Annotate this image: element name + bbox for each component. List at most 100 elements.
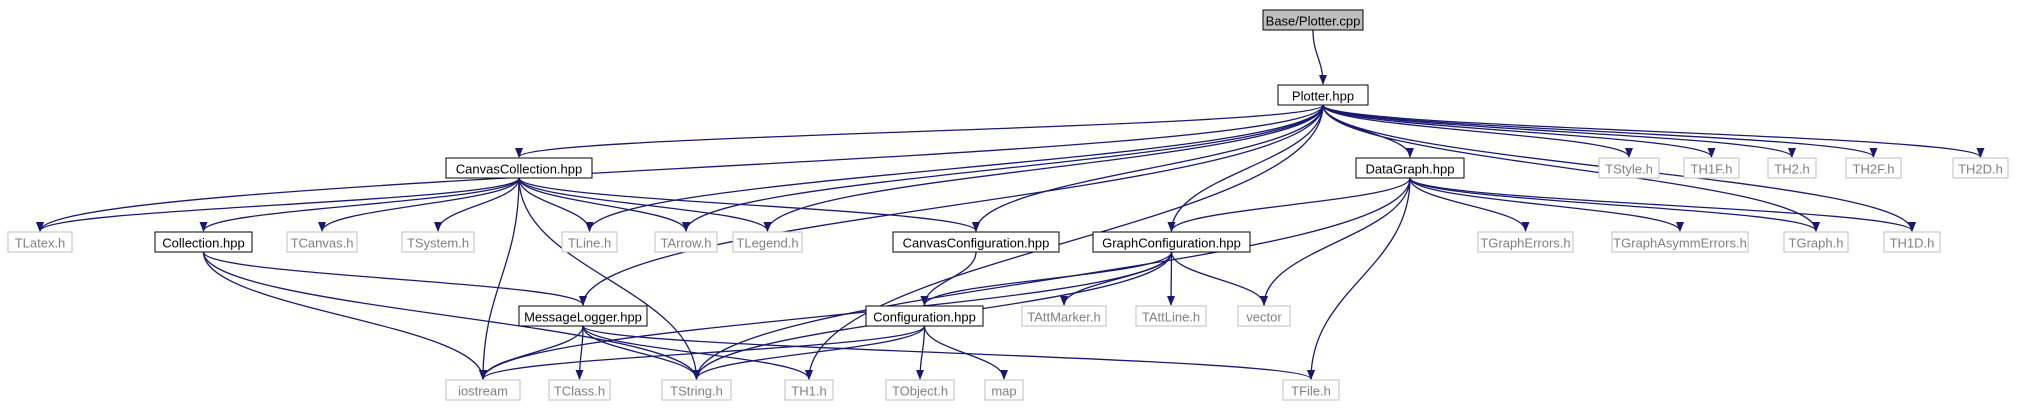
node-box-vector [1237, 305, 1291, 327]
node-label-tstring_h: TString.h [670, 384, 723, 399]
node-tlatex_h: TLatex.h [7, 231, 73, 253]
edge-datagraph_hpp-to-tfile_h [1307, 177, 1411, 380]
node-label-vector: vector [1246, 310, 1282, 325]
node-th2f_h: TH2F.h [1845, 157, 1902, 179]
node-label-tsystem_h: TSystem.h [407, 236, 469, 251]
edge-datagraph_hpp-to-tgraph_h [1409, 177, 1820, 232]
node-messagelogger_hpp[interactable]: MessageLogger.hpp [518, 305, 648, 327]
node-box-graphconfiguration_hpp [1092, 231, 1251, 253]
edge-canvascollection_hpp-to-iostream [479, 177, 520, 380]
node-box-map [984, 379, 1024, 401]
node-label-tgraphasymmerrors_h: TGraphAsymmErrors.h [1613, 236, 1747, 251]
node-label-tattline_h: TAttLine.h [1142, 310, 1200, 325]
edge-plotter_hpp-to-tlatex_h [36, 104, 1324, 232]
edge-canvasconfiguration_hpp-to-configuration_hpp [920, 251, 977, 306]
edge-plotter_cpp-to-plotter_hpp [1312, 29, 1327, 85]
edge-plotter_hpp-to-canvasconfiguration_hpp [972, 104, 1324, 232]
node-label-tfile_h: TFile.h [1291, 384, 1331, 399]
node-box-plotter_cpp [1262, 9, 1364, 31]
edge-canvascollection_hpp-to-tcanvas_h [318, 177, 520, 232]
node-label-tattmarker_h: TAttMarker.h [1027, 310, 1100, 325]
node-tclass_h: TClass.h [548, 379, 611, 401]
edge-configuration_hpp-to-iostream [479, 325, 926, 380]
edge-graphconfiguration_hpp-to-configuration_hpp [920, 251, 1173, 306]
node-box-messagelogger_hpp [518, 305, 648, 327]
node-box-tattline_h [1135, 305, 1207, 327]
node-tgrapherrors_h: TGraphErrors.h [1477, 231, 1574, 253]
node-label-th2f_h: TH2F.h [1853, 162, 1895, 177]
edge-canvascollection_hpp-to-tline_h [518, 177, 594, 232]
node-label-tgrapherrors_h: TGraphErrors.h [1480, 236, 1570, 251]
edge-canvascollection_hpp-to-canvasconfiguration_hpp [518, 177, 980, 232]
node-label-th2_h: TH2.h [1774, 162, 1809, 177]
node-box-tstring_h [661, 379, 732, 401]
node-label-iostream: iostream [458, 384, 508, 399]
edges-layer [36, 29, 1985, 380]
node-label-th1_h: TH1.h [791, 384, 826, 399]
node-box-tgrapherrors_h [1477, 231, 1574, 253]
edge-datagraph_hpp-to-vector [1260, 177, 1411, 306]
node-collection_hpp[interactable]: Collection.hpp [154, 231, 253, 253]
node-tattmarker_h: TAttMarker.h [1021, 305, 1107, 327]
node-box-th2d_h [1952, 157, 2009, 179]
edge-datagraph_hpp-to-tgrapherrors_h [1409, 177, 1530, 232]
node-box-iostream [445, 379, 521, 401]
edge-plotter_hpp-to-th2_h [1322, 104, 1796, 158]
edge-plotter_hpp-to-th1_h [805, 104, 1324, 380]
node-tline_h: TLine.h [561, 231, 618, 253]
node-canvascollection_hpp[interactable]: CanvasCollection.hpp [445, 157, 593, 179]
node-box-configuration_hpp [865, 305, 984, 327]
node-datagraph_hpp[interactable]: DataGraph.hpp [1355, 157, 1465, 179]
edge-canvascollection_hpp-to-tstring_h [518, 177, 701, 380]
node-iostream: iostream [445, 379, 521, 401]
edge-plotter_hpp-to-canvascollection_hpp [515, 104, 1324, 158]
node-th2d_h: TH2D.h [1952, 157, 2009, 179]
node-label-canvascollection_hpp: CanvasCollection.hpp [456, 162, 582, 177]
node-label-th1f_h: TH1F.h [1691, 162, 1733, 177]
node-tgraphasymmerrors_h: TGraphAsymmErrors.h [1611, 231, 1749, 253]
node-box-collection_hpp [154, 231, 253, 253]
node-th1_h: TH1.h [784, 379, 834, 401]
node-th1d_h: TH1D.h [1883, 231, 1941, 253]
node-label-tlatex_h: TLatex.h [15, 236, 66, 251]
node-tattline_h: TAttLine.h [1135, 305, 1207, 327]
node-box-tsystem_h [401, 231, 475, 253]
node-canvasconfiguration_hpp[interactable]: CanvasConfiguration.hpp [892, 231, 1060, 253]
node-label-map: map [991, 384, 1016, 399]
node-graphconfiguration_hpp[interactable]: GraphConfiguration.hpp [1092, 231, 1251, 253]
node-tfile_h: TFile.h [1282, 379, 1340, 401]
node-th1f_h: TH1F.h [1683, 157, 1740, 179]
node-tlegend_h: TLegend.h [732, 231, 803, 253]
edge-datagraph_hpp-to-th1d_h [1409, 177, 1916, 232]
node-label-collection_hpp: Collection.hpp [162, 236, 244, 251]
node-tcanvas_h: TCanvas.h [286, 231, 358, 253]
edge-plotter_hpp-to-tarrow_h [682, 104, 1324, 232]
node-box-tobject_h [885, 379, 955, 401]
node-configuration_hpp[interactable]: Configuration.hpp [865, 305, 984, 327]
node-tstyle_h: TStyle.h [1598, 157, 1660, 179]
node-label-tcanvas_h: TCanvas.h [291, 236, 354, 251]
node-label-tobject_h: TObject.h [892, 384, 948, 399]
edge-messagelogger_hpp-to-tclass_h [575, 325, 584, 380]
node-plotter_hpp[interactable]: Plotter.hpp [1277, 84, 1369, 106]
node-box-tattmarker_h [1021, 305, 1107, 327]
node-box-tline_h [561, 231, 618, 253]
edge-collection_hpp-to-tstring_h [202, 251, 701, 380]
node-box-th1f_h [1683, 157, 1740, 179]
node-box-canvascollection_hpp [445, 157, 593, 179]
node-box-tlegend_h [732, 231, 803, 253]
node-label-th1d_h: TH1D.h [1890, 236, 1935, 251]
node-box-canvasconfiguration_hpp [892, 231, 1060, 253]
node-label-tline_h: TLine.h [568, 236, 611, 251]
edge-plotter_hpp-to-th2d_h [1322, 104, 1985, 158]
node-label-tarrow_h: TArrow.h [660, 236, 711, 251]
node-box-tlatex_h [7, 231, 73, 253]
node-label-plotter_hpp: Plotter.hpp [1292, 89, 1354, 104]
node-label-graphconfiguration_hpp: GraphConfiguration.hpp [1102, 236, 1241, 251]
node-tarrow_h: TArrow.h [654, 231, 718, 253]
node-label-configuration_hpp: Configuration.hpp [873, 310, 976, 325]
edge-canvascollection_hpp-to-tlatex_h [36, 177, 520, 232]
node-plotter_cpp[interactable]: Base/Plotter.cpp [1262, 9, 1364, 31]
edge-graphconfiguration_hpp-to-tattline_h [1167, 251, 1176, 306]
node-vector: vector [1237, 305, 1291, 327]
